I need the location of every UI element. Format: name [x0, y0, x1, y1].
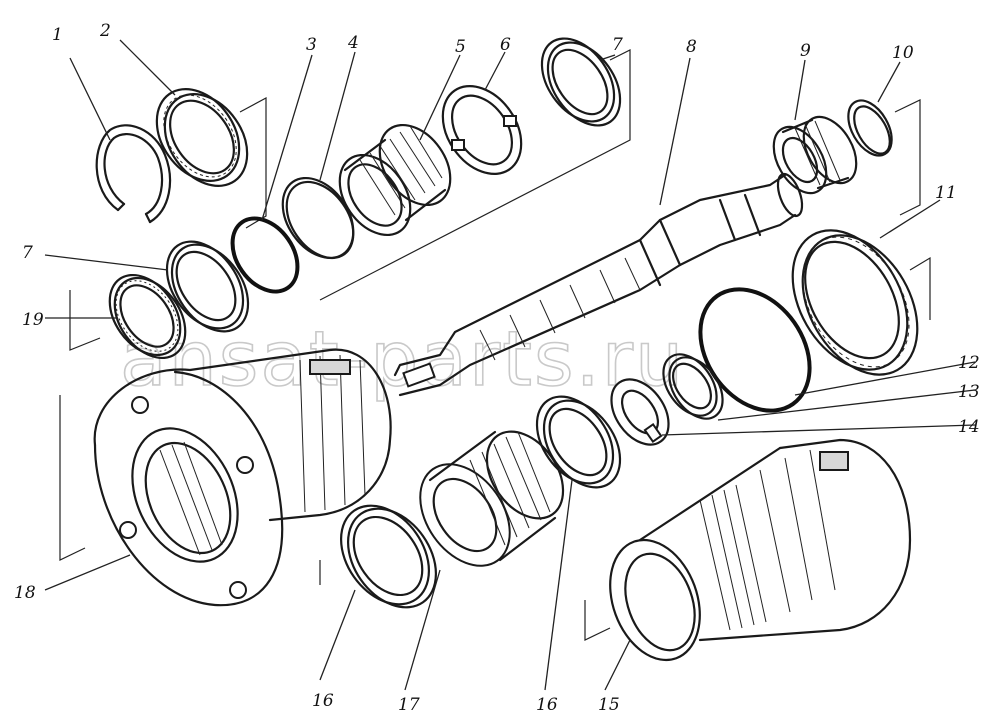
- part-5-roller-bearing: [338, 123, 452, 237]
- part-16-ring-left: [339, 504, 438, 609]
- callout-14: 14: [958, 417, 980, 437]
- callout-4: 4: [347, 33, 359, 53]
- part-8-splined-shaft: [393, 172, 804, 397]
- part-17-double-roller-bearing: [419, 430, 565, 567]
- watermark-text: ansat-parts.ru: [120, 314, 685, 403]
- part-18-flanged-housing: [93, 348, 392, 607]
- callout-12: 12: [958, 353, 980, 373]
- callout-19: 19: [22, 310, 44, 330]
- part-13-lock-nut: [662, 353, 724, 420]
- part-9-threaded-sleeve: [772, 115, 858, 195]
- leader-lines: [44, 39, 976, 691]
- part-4-wire-ring: [281, 176, 355, 260]
- callout-18: 18: [14, 583, 36, 603]
- callout-2: 2: [99, 21, 111, 41]
- part-7-ring-top: [540, 37, 622, 127]
- part-3-thin-ring: [230, 216, 300, 294]
- callout-labels: 1 2 3 4 5 6 7 8 9 10 11 7 19 12 13 14 18…: [14, 21, 980, 715]
- part-1-snap-ring: [95, 124, 172, 224]
- callout-1: 1: [52, 25, 63, 45]
- callout-15: 15: [598, 695, 620, 715]
- callout-3: 3: [306, 35, 317, 55]
- callout-7-top: 7: [612, 35, 623, 55]
- part-2-ring: [155, 88, 249, 187]
- callout-8: 8: [686, 37, 697, 57]
- callout-17: 17: [398, 695, 420, 715]
- callout-5: 5: [455, 37, 466, 57]
- callout-16-right: 16: [536, 695, 558, 715]
- part-15-outer-sleeve: [609, 438, 912, 662]
- part-14-lock-washer: [610, 378, 670, 446]
- callout-10: 10: [892, 43, 914, 63]
- callout-13: 13: [958, 382, 980, 402]
- callout-7-left: 7: [22, 243, 33, 263]
- part-12-wire-ring: [698, 287, 812, 413]
- callout-11: 11: [935, 183, 957, 203]
- callout-16-left: 16: [312, 691, 334, 711]
- part-19-bearing-race: [108, 273, 187, 360]
- callout-6: 6: [500, 35, 511, 55]
- part-6-tabbed-ring: [441, 85, 523, 175]
- part-10-small-ring: [847, 99, 893, 157]
- part-7-ring-left: [165, 240, 250, 333]
- callout-9: 9: [800, 41, 811, 61]
- group-frames: [59, 49, 931, 641]
- part-11-toothed-ring: [791, 229, 919, 376]
